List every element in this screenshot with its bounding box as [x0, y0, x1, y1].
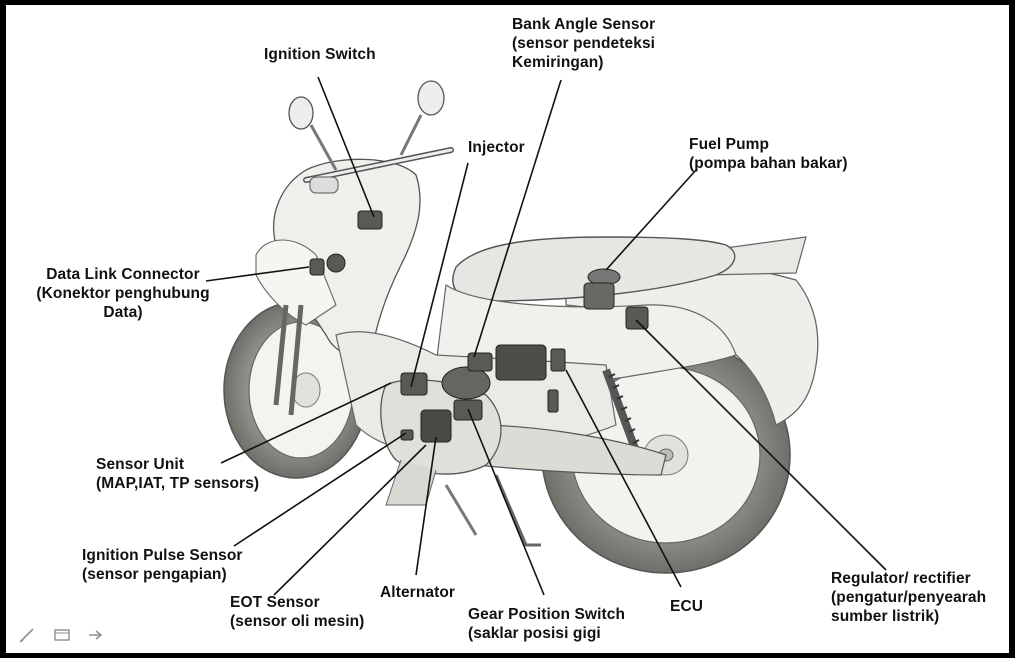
label-regulator-rectifier: Regulator/ rectifier (pengatur/penyearah… — [831, 570, 987, 625]
label-gear-position-switch: Gear Position Switch (saklar posisi gigi — [468, 606, 626, 642]
label-bank-angle-sensor: Bank Angle Sensor (sensor pendeteksi Kem… — [512, 16, 656, 71]
handlebar — [288, 80, 454, 194]
label-alternator: Alternator — [380, 584, 456, 601]
label-injector: Injector — [468, 139, 525, 156]
front-wheel — [223, 301, 369, 479]
label-data-link-connector: Data Link Connector (Konektor penghubung… — [36, 266, 210, 321]
label-eot-sensor: EOT Sensor (sensor oli mesin) — [230, 594, 365, 630]
label-fuel-pump: Fuel Pump (pompa bahan bakar) — [689, 136, 848, 172]
diagram-frame: Ignition Switch Bank Angle Sensor (senso… — [6, 5, 1009, 653]
pen-icon[interactable] — [18, 627, 38, 643]
components — [309, 210, 649, 443]
label-ignition-switch: Ignition Switch — [264, 46, 376, 63]
slide-icon[interactable] — [52, 627, 72, 643]
label-sensor-unit: Sensor Unit (MAP,IAT, TP sensors) — [96, 456, 260, 492]
slideshow-toolbar — [18, 627, 106, 643]
next-arrow-icon[interactable] — [86, 627, 106, 643]
label-ecu: ECU — [670, 598, 704, 615]
leader-lines — [205, 76, 887, 596]
motorcycle-illustration — [205, 76, 887, 596]
swingarm — [475, 424, 667, 476]
label-ignition-pulse-sensor: Ignition Pulse Sensor (sensor pengapian) — [82, 547, 243, 583]
